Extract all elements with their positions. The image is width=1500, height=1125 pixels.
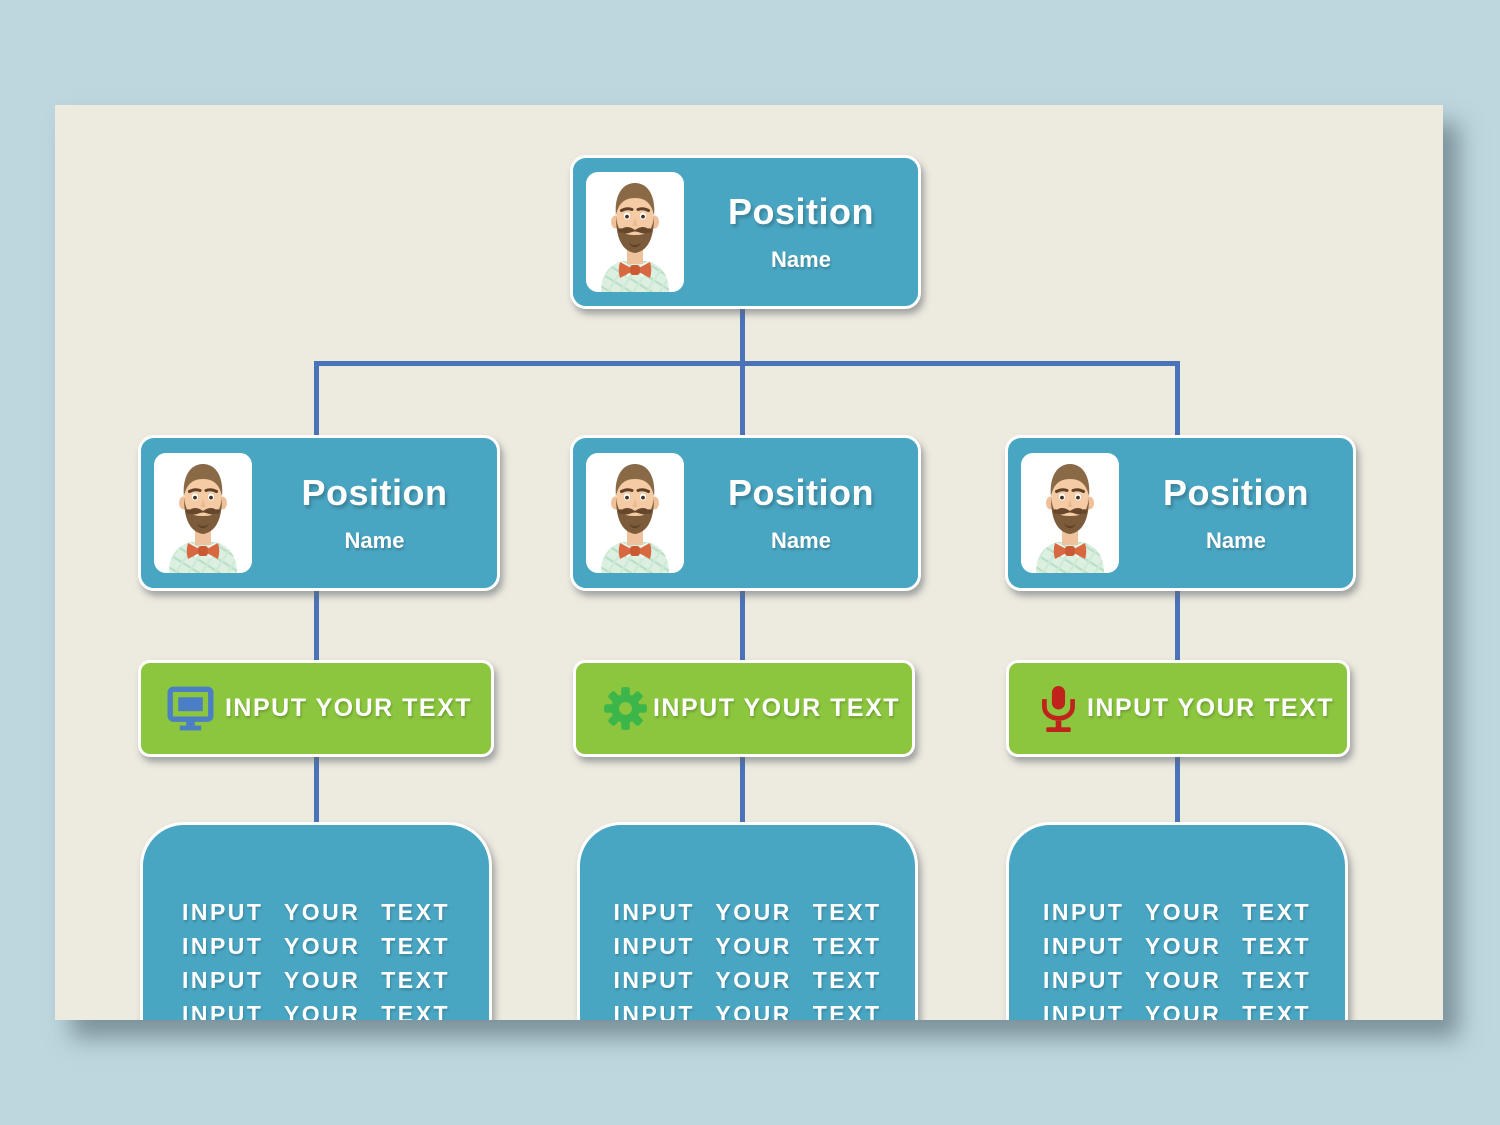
position-title: Position	[301, 472, 448, 513]
org-chart-canvas: Position Name Position Name Position Nam…	[55, 105, 1443, 1020]
avatar	[1021, 453, 1119, 573]
detail-line: INPUT YOUR TEXT	[1042, 967, 1312, 993]
detail-line: INPUT YOUR TEXT	[181, 899, 451, 925]
microphone-icon	[1042, 685, 1075, 732]
gear-icon	[604, 687, 647, 730]
card-text-block: Position Name	[684, 472, 918, 554]
detail-line: INPUT YOUR TEXT	[613, 933, 882, 959]
detail-box-3[interactable]: INPUT YOUR TEXT INPUT YOUR TEXT INPUT YO…	[1006, 822, 1348, 1020]
name-label: Name	[1206, 528, 1266, 553]
input-text-tag-2[interactable]: INPUT YOUR TEXT	[573, 660, 915, 757]
person-avatar-illustration	[1021, 453, 1119, 573]
org-card-child-3[interactable]: Position Name	[1005, 435, 1356, 591]
connector-line	[740, 754, 745, 824]
detail-box-2[interactable]: INPUT YOUR TEXT INPUT YOUR TEXT INPUT YO…	[577, 822, 918, 1020]
connector-line	[740, 301, 745, 365]
card-text-block: Position Name	[684, 191, 918, 273]
detail-line: INPUT YOUR TEXT	[181, 967, 451, 993]
connector-line	[314, 361, 1180, 366]
position-title: Position	[728, 472, 874, 513]
tag-label: INPUT YOUR TEXT	[652, 694, 901, 722]
detail-line: INPUT YOUR TEXT	[181, 933, 451, 959]
detail-line: INPUT YOUR TEXT	[1042, 899, 1312, 925]
connector-line	[314, 361, 319, 437]
detail-line: INPUT YOUR TEXT	[1042, 1001, 1312, 1020]
connector-line	[1175, 754, 1180, 824]
monitor-icon	[167, 686, 214, 731]
card-text-block: Position Name	[252, 472, 497, 554]
org-card-child-2[interactable]: Position Name	[570, 435, 921, 591]
person-avatar-illustration	[586, 453, 684, 573]
input-text-tag-3[interactable]: INPUT YOUR TEXT	[1006, 660, 1350, 757]
name-label: Name	[344, 528, 405, 553]
avatar	[586, 453, 684, 573]
detail-line: INPUT YOUR TEXT	[613, 899, 882, 925]
connector-line	[314, 754, 319, 824]
tag-label: INPUT YOUR TEXT	[224, 694, 473, 722]
person-avatar-illustration	[154, 453, 252, 573]
detail-line: INPUT YOUR TEXT	[1042, 933, 1312, 959]
org-card-root[interactable]: Position Name	[570, 155, 921, 309]
position-title: Position	[728, 191, 874, 232]
avatar	[154, 453, 252, 573]
org-card-child-1[interactable]: Position Name	[138, 435, 500, 591]
person-avatar-illustration	[586, 172, 684, 292]
position-title: Position	[1163, 472, 1309, 513]
detail-line: INPUT YOUR TEXT	[181, 1001, 451, 1020]
tag-label: INPUT YOUR TEXT	[1086, 694, 1335, 722]
card-text-block: Position Name	[1119, 472, 1353, 554]
connector-line	[314, 583, 319, 663]
connector-line	[740, 583, 745, 663]
detail-line: INPUT YOUR TEXT	[613, 1001, 882, 1020]
detail-line: INPUT YOUR TEXT	[613, 967, 882, 993]
connector-line	[1175, 583, 1180, 663]
connector-line	[740, 361, 745, 437]
avatar	[586, 172, 684, 292]
name-label: Name	[771, 528, 831, 553]
detail-box-1[interactable]: INPUT YOUR TEXT INPUT YOUR TEXT INPUT YO…	[140, 822, 492, 1020]
input-text-tag-1[interactable]: INPUT YOUR TEXT	[138, 660, 494, 757]
connector-line	[1175, 361, 1180, 437]
name-label: Name	[771, 247, 831, 272]
